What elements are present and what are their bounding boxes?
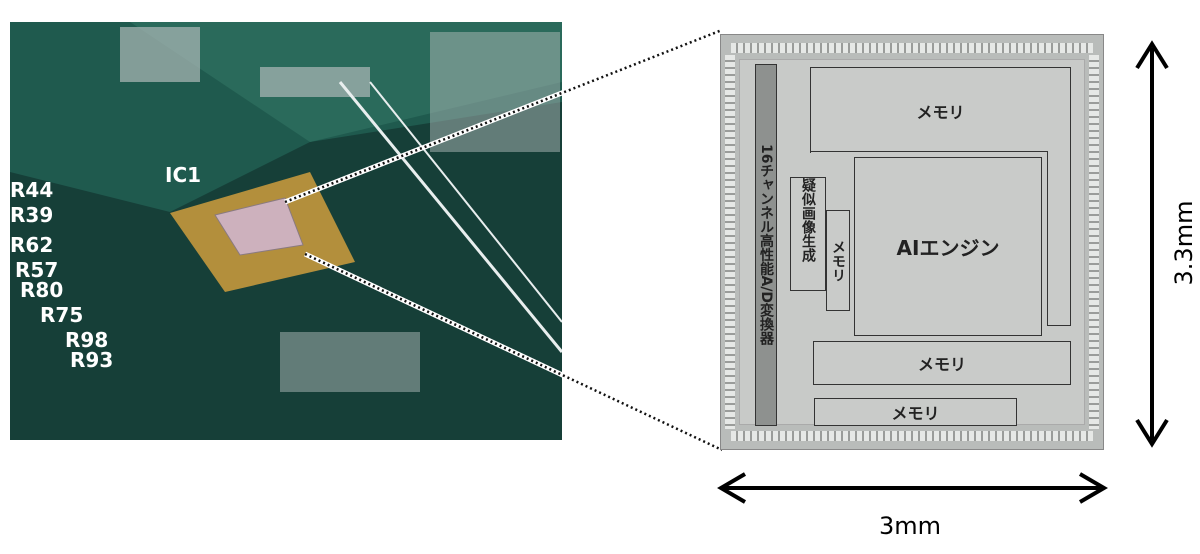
top-memory-label: メモリ: [916, 102, 965, 122]
silkscreen-label: R39: [10, 203, 53, 227]
adc-block: 16チャンネル高性能A/D変換器: [755, 64, 777, 426]
pcb-photo: IC1 R44 R39 R62 R57 R80 R75 R98 R93: [10, 22, 562, 440]
pseudo-image-block: 疑似画像生成: [790, 177, 826, 291]
vertical-arrow: [1135, 40, 1169, 448]
silkscreen-label: R75: [40, 303, 83, 327]
silkscreen-label: R62: [10, 233, 53, 257]
silkscreen-label: R44: [10, 178, 53, 202]
small-memory-block: メモリ: [826, 210, 850, 311]
ai-engine-label: AIエンジン: [896, 236, 1000, 260]
middle-memory-block: メモリ: [813, 341, 1071, 385]
height-label: 3.3mm: [1170, 200, 1198, 286]
width-label: 3mm: [878, 512, 942, 540]
small-memory-label: メモリ: [830, 239, 846, 282]
adc-label: 16チャンネル高性能A/D変換器: [758, 144, 774, 346]
top-memory-edge: [810, 151, 1048, 152]
bottom-memory-label: メモリ: [891, 404, 940, 423]
top-memory-arm: [1047, 152, 1071, 326]
silkscreen-label: R98: [65, 328, 108, 352]
top-memory-block: メモリ: [810, 67, 1071, 153]
pseudo-image-label: 疑似画像生成: [800, 178, 816, 262]
middle-memory-label: メモリ: [917, 355, 966, 374]
chip-die-photo: [214, 197, 304, 256]
silkscreen-label: IC1: [165, 163, 201, 187]
ai-engine-block: AIエンジン: [854, 157, 1042, 336]
silkscreen-label: R57: [15, 258, 58, 282]
silkscreen-label: R80: [20, 278, 63, 302]
bottom-memory-block: メモリ: [814, 398, 1017, 426]
silkscreen-label: R93: [70, 348, 113, 372]
horizontal-arrow: [717, 472, 1108, 504]
